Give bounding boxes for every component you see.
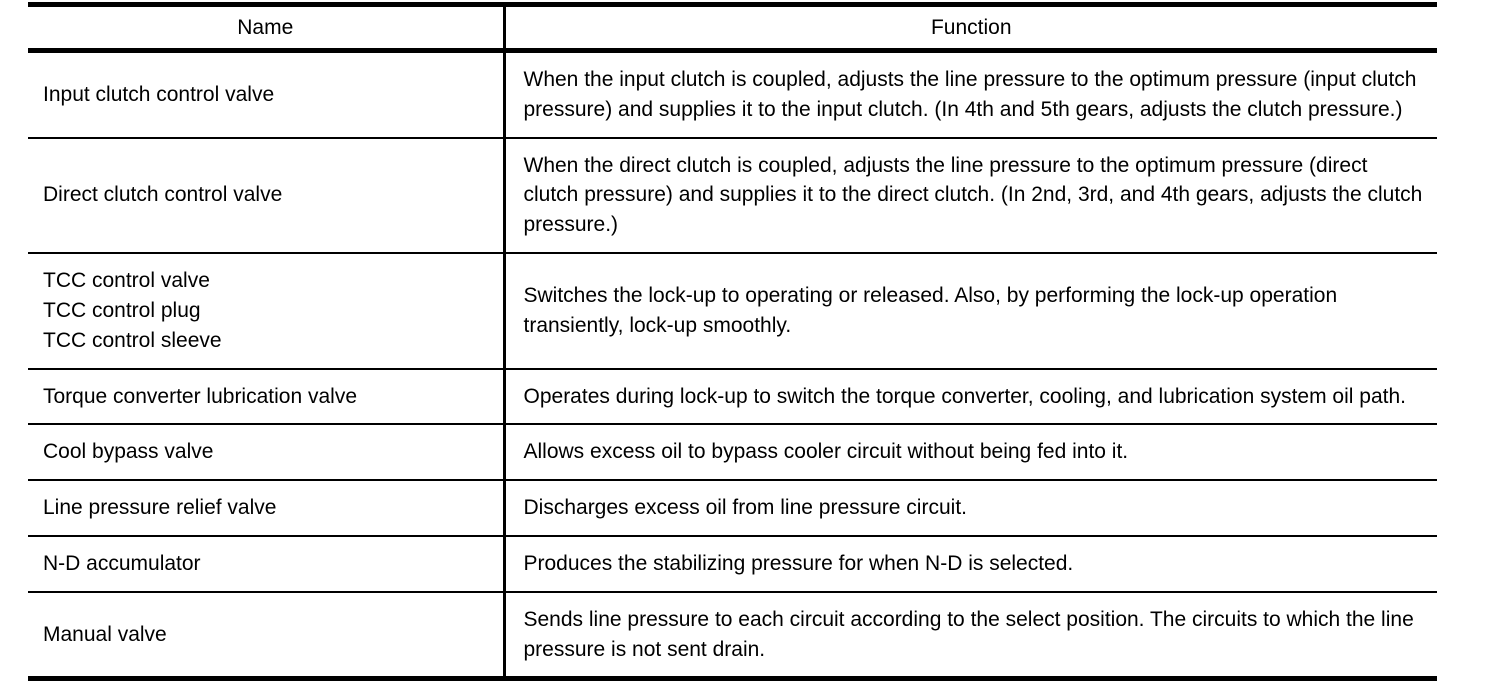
cell-valve-function: Sends line pressure to each circuit acco…	[502, 591, 1437, 681]
valve-function-text: Discharges excess oil from line pressure…	[523, 496, 967, 520]
valve-name-line: TCC control sleeve	[43, 328, 222, 352]
valve-function-text: Allows excess oil to bypass cooler circu…	[523, 440, 1129, 464]
valve-name-lines: N-D accumulator	[43, 549, 493, 579]
cell-valve-function: Allows excess oil to bypass cooler circu…	[502, 424, 1437, 482]
table-row: N-D accumulator Produces the stabilizing …	[28, 535, 1437, 593]
valve-name-line: TCC control valve	[43, 269, 210, 293]
valve-name-line: Cool bypass valve	[43, 440, 214, 464]
cell-valve-name: Input clutch control valve	[28, 50, 504, 139]
valve-name-lines: Direct clutch control valve	[43, 180, 493, 210]
valve-name-lines: Manual valve	[43, 620, 493, 650]
cell-valve-function: Operates during lock-up to switch the to…	[502, 368, 1437, 426]
valve-name-line: Torque converter lubrication valve	[43, 384, 357, 408]
valve-function-text: Sends line pressure to each circuit acco…	[523, 607, 1414, 661]
cell-valve-function: Discharges excess oil from line pressure…	[502, 480, 1437, 537]
table-row: Direct clutch control valve When the dire…	[28, 137, 1437, 255]
column-header-name: Name	[28, 2, 504, 53]
valve-name-line: N-D accumulator	[43, 551, 201, 575]
cell-valve-name: Manual valve	[28, 591, 504, 681]
table-row: Manual valve Sends line pressure to each …	[28, 591, 1437, 681]
valve-function-text: Switches the lock-up to operating or rel…	[523, 283, 1338, 337]
valve-name-lines: Torque converter lubrication valve	[43, 382, 493, 412]
valve-name-line: TCC control plug	[43, 298, 201, 322]
table-body: Input clutch control valve When the input…	[28, 50, 1437, 681]
table-row: Torque converter lubrication valve Operat…	[28, 368, 1437, 426]
valve-function-table: Name Function Input clutch control valve…	[28, 2, 1437, 681]
cell-valve-name: Cool bypass valve	[28, 424, 504, 482]
valve-name-lines: Line pressure relief valve	[43, 493, 493, 523]
table-row: Cool bypass valve Allows excess oil to by…	[28, 424, 1437, 482]
valve-function-text: When the direct clutch is coupled, adjus…	[523, 153, 1423, 237]
valve-name-line: Line pressure relief valve	[43, 496, 277, 520]
valve-name-line: Input clutch control valve	[43, 82, 275, 106]
valve-name-lines: Input clutch control valve	[43, 80, 493, 110]
valve-function-text: Operates during lock-up to switch the to…	[523, 384, 1406, 408]
valve-name-line: Manual valve	[43, 622, 167, 646]
table-row: Input clutch control valve When the input…	[28, 50, 1437, 139]
valve-name-line: Direct clutch control valve	[43, 183, 283, 207]
valve-name-lines: Cool bypass valve	[43, 437, 493, 467]
document-page: Name Function Input clutch control valve…	[28, 2, 1437, 681]
table-row: Line pressure relief valve Discharges exc…	[28, 480, 1437, 537]
cell-valve-name: Torque converter lubrication valve	[28, 368, 504, 426]
valve-function-text: When the input clutch is coupled, adjust…	[523, 68, 1417, 121]
table-header-row: Name Function	[28, 2, 1437, 53]
cell-valve-function: When the direct clutch is coupled, adjus…	[502, 137, 1437, 255]
cell-valve-function: Switches the lock-up to operating or rel…	[502, 253, 1437, 370]
cell-valve-function: Produces the stabilizing pressure for wh…	[502, 535, 1437, 593]
cell-valve-function: When the input clutch is coupled, adjust…	[502, 50, 1437, 139]
column-header-function: Function	[502, 2, 1437, 53]
spec-table-container: Name Function Input clutch control valve…	[28, 2, 1437, 681]
table-header: Name Function	[28, 2, 1437, 53]
cell-valve-name: N-D accumulator	[28, 535, 504, 593]
valve-function-text: Produces the stabilizing pressure for wh…	[523, 551, 1074, 575]
cell-valve-name: Line pressure relief valve	[28, 480, 504, 537]
cell-valve-name: Direct clutch control valve	[28, 137, 504, 255]
